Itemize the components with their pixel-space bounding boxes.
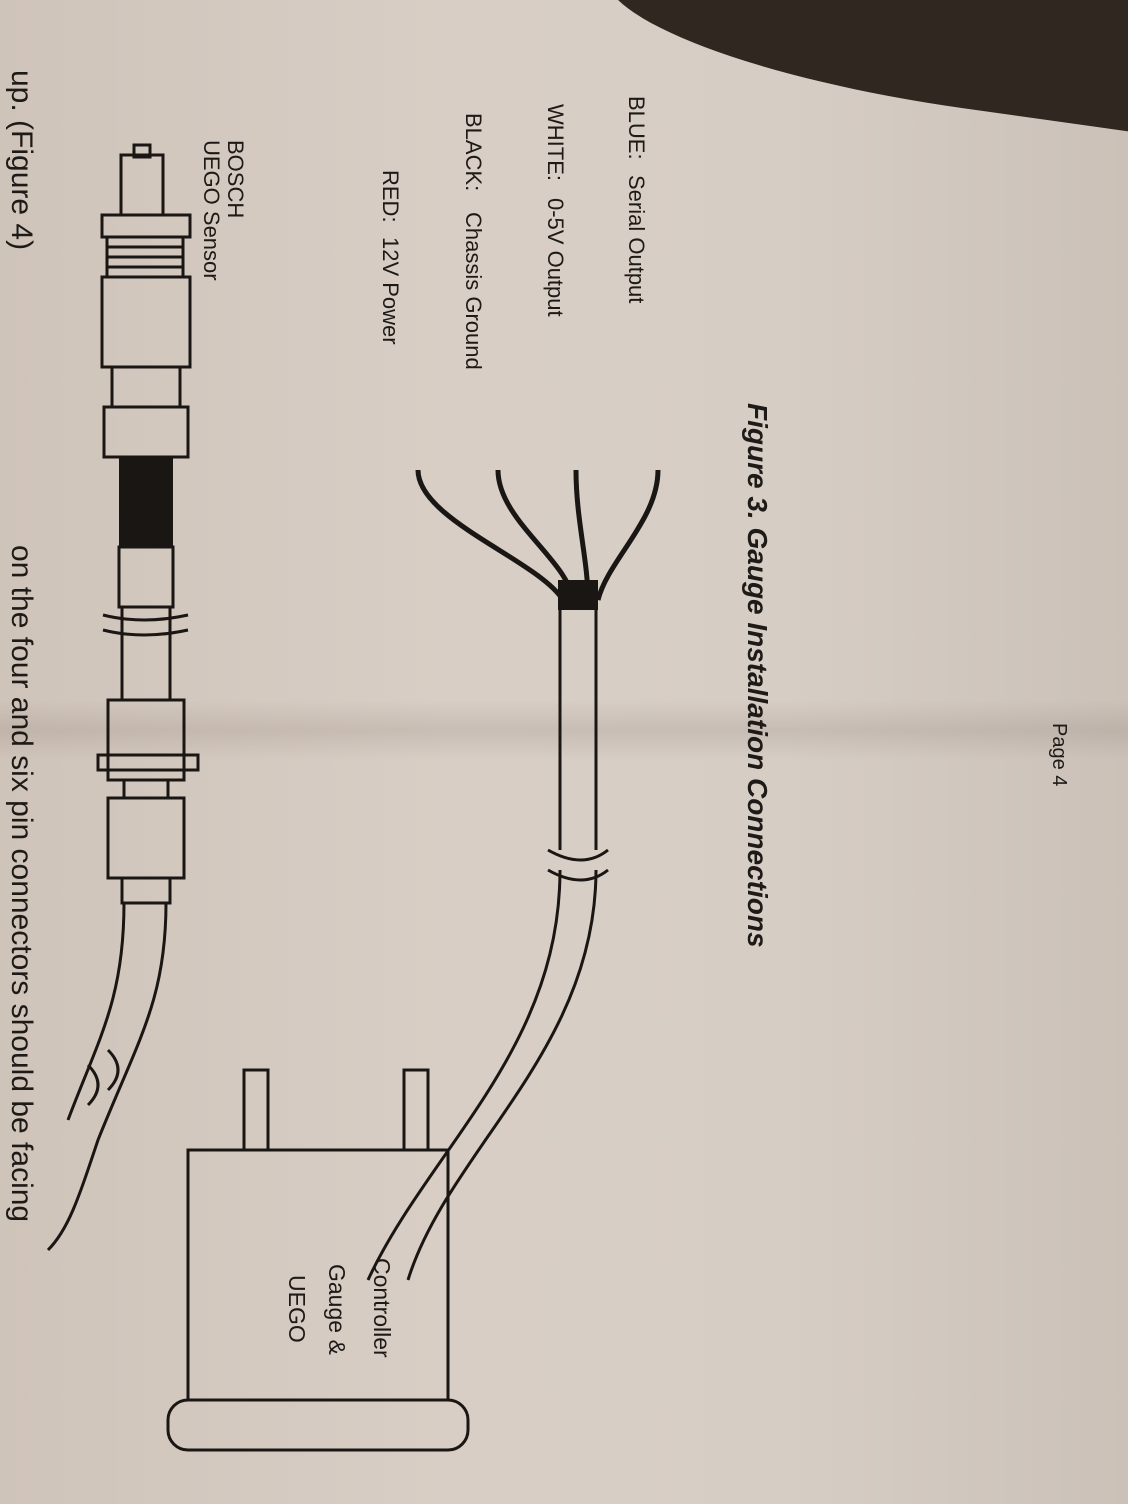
gauge-body-icon — [166, 1068, 470, 1452]
uego-sensor-icon — [100, 143, 192, 609]
sensor-cable — [46, 607, 200, 1252]
paper-fold — [0, 700, 1128, 760]
gauge-cable — [366, 469, 661, 1281]
